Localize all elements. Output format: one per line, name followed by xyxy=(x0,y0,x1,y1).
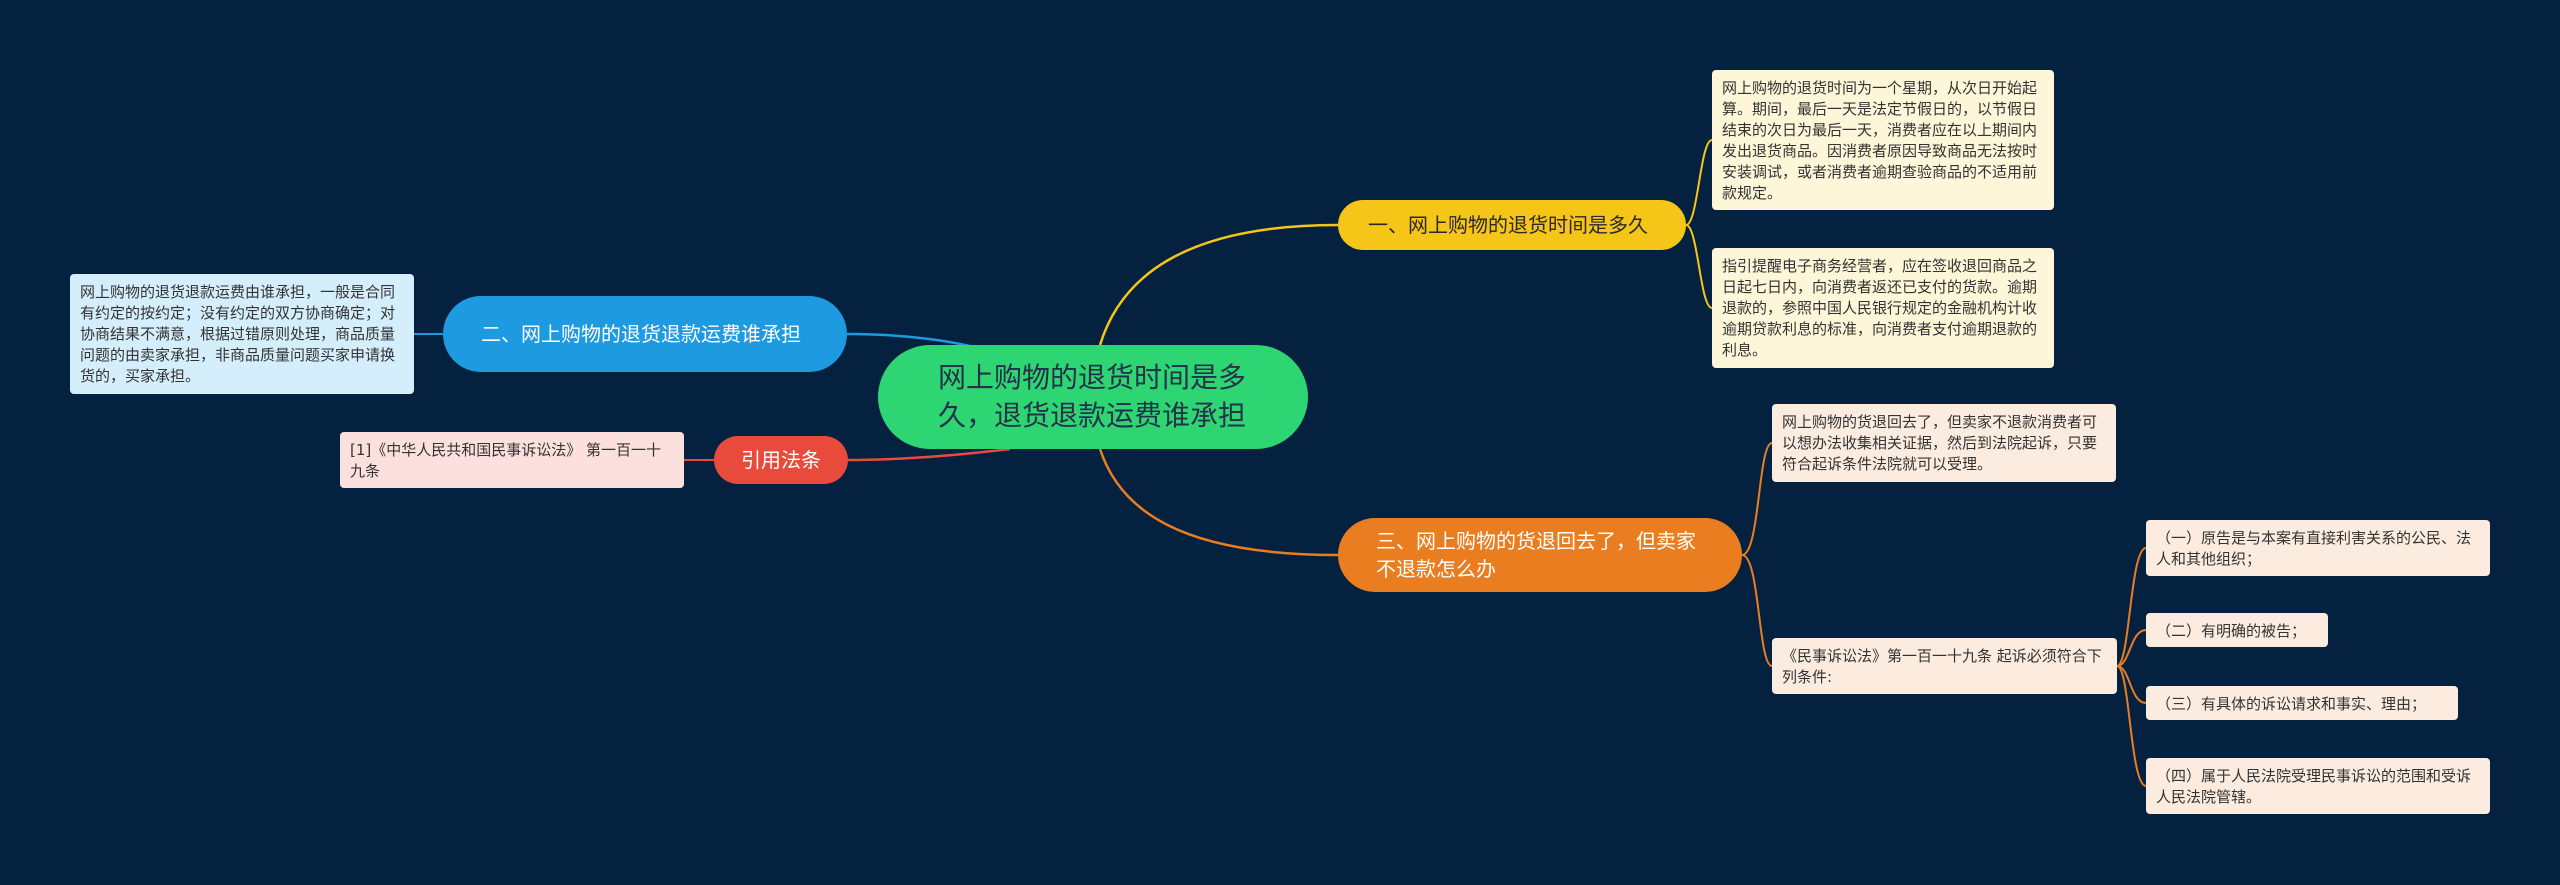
link-root-b1 xyxy=(1098,223,1339,346)
link-b4-leaf1 xyxy=(1741,442,1773,556)
root-topic[interactable]: 网上购物的退货时间是多久，退货退款运费谁承担 xyxy=(878,345,1308,449)
leaf-condition-3[interactable]: （三）有具体的诉讼请求和事实、理由； xyxy=(2146,686,2458,720)
branch-shipping-cost[interactable]: 二、网上购物的退货退款运费谁承担 xyxy=(443,296,847,372)
link-b4-leaf2 xyxy=(1741,554,1773,667)
link-root-b4 xyxy=(1098,448,1339,557)
leaf-cited-law-1[interactable]: [1]《中华人民共和国民事诉讼法》 第一百一十九条 xyxy=(340,432,684,488)
link-b1-leaf1 xyxy=(1685,139,1713,226)
branch-return-period[interactable]: 一、网上购物的退货时间是多久 xyxy=(1338,200,1686,250)
branch-no-refund[interactable]: 三、网上购物的货退回去了，但卖家不退款怎么办 xyxy=(1338,518,1742,592)
leaf-shipping-cost-1[interactable]: 网上购物的退货退款运费由谁承担，一般是合同有约定的按约定；没有约定的双方协商确定… xyxy=(70,274,414,394)
leaf-return-period-2[interactable]: 指引提醒电子商务经营者，应在签收退回商品之日起七日内，向消费者返还已支付的货款。… xyxy=(1712,248,2054,368)
link-root-b3 xyxy=(847,447,1011,462)
leaf-no-refund-1[interactable]: 网上购物的货退回去了，但卖家不退款消费者可以想办法收集相关证据，然后到法院起诉，… xyxy=(1772,404,2116,482)
leaf-condition-2[interactable]: （二）有明确的被告； xyxy=(2146,613,2328,647)
link-gc4 xyxy=(2116,665,2147,787)
link-gc3 xyxy=(2116,665,2147,704)
leaf-return-period-1[interactable]: 网上购物的退货时间为一个星期，从次日开始起算。期间，最后一天是法定节假日的，以节… xyxy=(1712,70,2054,210)
branch-cited-law[interactable]: 引用法条 xyxy=(714,436,848,484)
link-b1-leaf2 xyxy=(1685,224,1713,309)
link-gc1 xyxy=(2116,547,2147,667)
leaf-no-refund-2[interactable]: 《民事诉讼法》第一百一十九条 起诉必须符合下列条件: xyxy=(1772,638,2117,694)
leaf-condition-1[interactable]: （一）原告是与本案有直接利害关系的公民、法人和其他组织； xyxy=(2146,520,2490,576)
link-gc2 xyxy=(2116,629,2147,667)
leaf-condition-4[interactable]: （四）属于人民法院受理民事诉讼的范围和受诉人民法院管辖。 xyxy=(2146,758,2490,814)
